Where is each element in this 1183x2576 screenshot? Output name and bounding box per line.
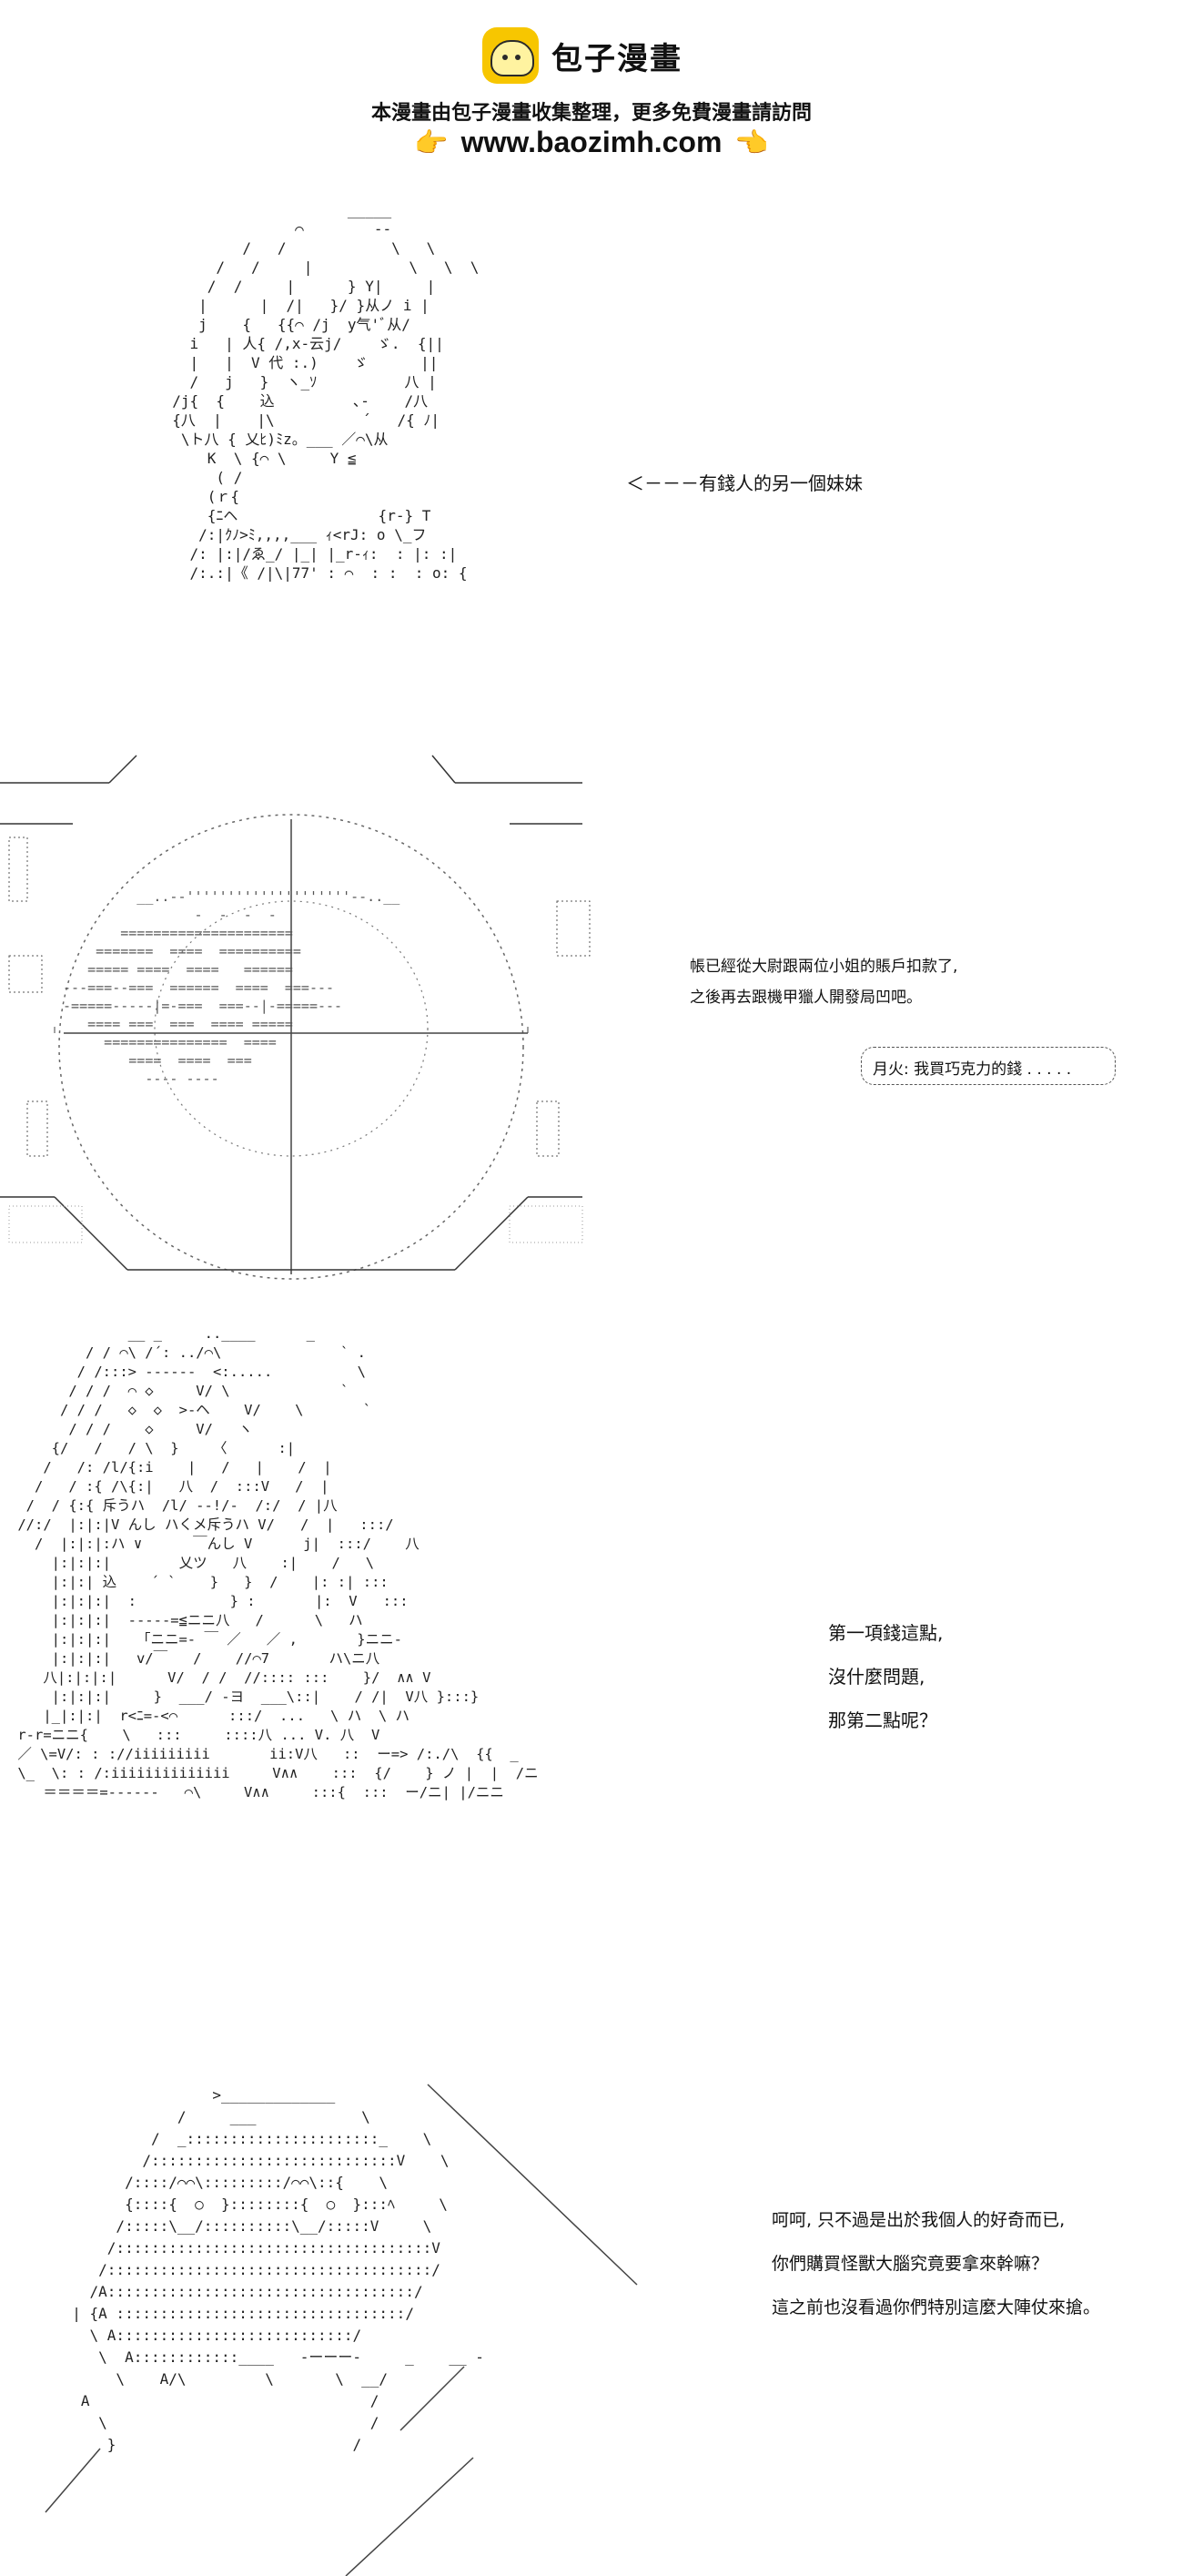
scope-target-art: __..--''''''''''''''''''''--..__ - - - -… <box>63 888 400 1087</box>
hooded-figure-art: >_____________ / ___ \ / _::::::::::::::… <box>72 2086 484 2453</box>
panel1-caption: ＜－－－有錢人的另一個妹妹 <box>626 472 863 494</box>
pointing-right-hand-icon: 👉 <box>414 128 449 158</box>
brand-name: 包子漫畫 <box>551 40 682 77</box>
character-closeup-art: __ _ ..____ _ / / ⌒\ /´: ../⌒\ ` . / /::… <box>17 1325 539 1800</box>
site-notice: 本漫畫由包子漫畫收集整理，更多免費漫畫請訪問 <box>370 102 812 125</box>
pointing-left-hand-icon: 👈 <box>734 128 769 158</box>
site-brand[interactable]: 包子漫畫 <box>482 27 682 84</box>
panel3-caption: 第一項錢這點,沒什麼問題,那第二點呢？ <box>828 1622 944 1731</box>
character-portrait-art: _____ ⌒ -- / / \ \ / / | \ \ \ / / | } Y… <box>172 201 480 582</box>
panel4-caption: 呵呵, 只不過是出於我個人的好奇而已,你們購買怪獸大腦究竟要拿來幹嘛？這之前也沒… <box>772 2210 1101 2317</box>
speech-bubble: 月火: 我買巧克力的錢 . . . . . <box>861 1047 1116 1085</box>
site-link-row[interactable]: 👉 www.baozimh.com 👈 <box>0 126 1183 159</box>
baozi-logo-icon <box>482 27 539 84</box>
panel2-caption: 帳已經從大尉跟兩位小姐的賬戶扣款了,之後再去跟機甲獵人開發局凹吧。 <box>690 958 958 1007</box>
site-url[interactable]: www.baozimh.com <box>460 126 723 158</box>
